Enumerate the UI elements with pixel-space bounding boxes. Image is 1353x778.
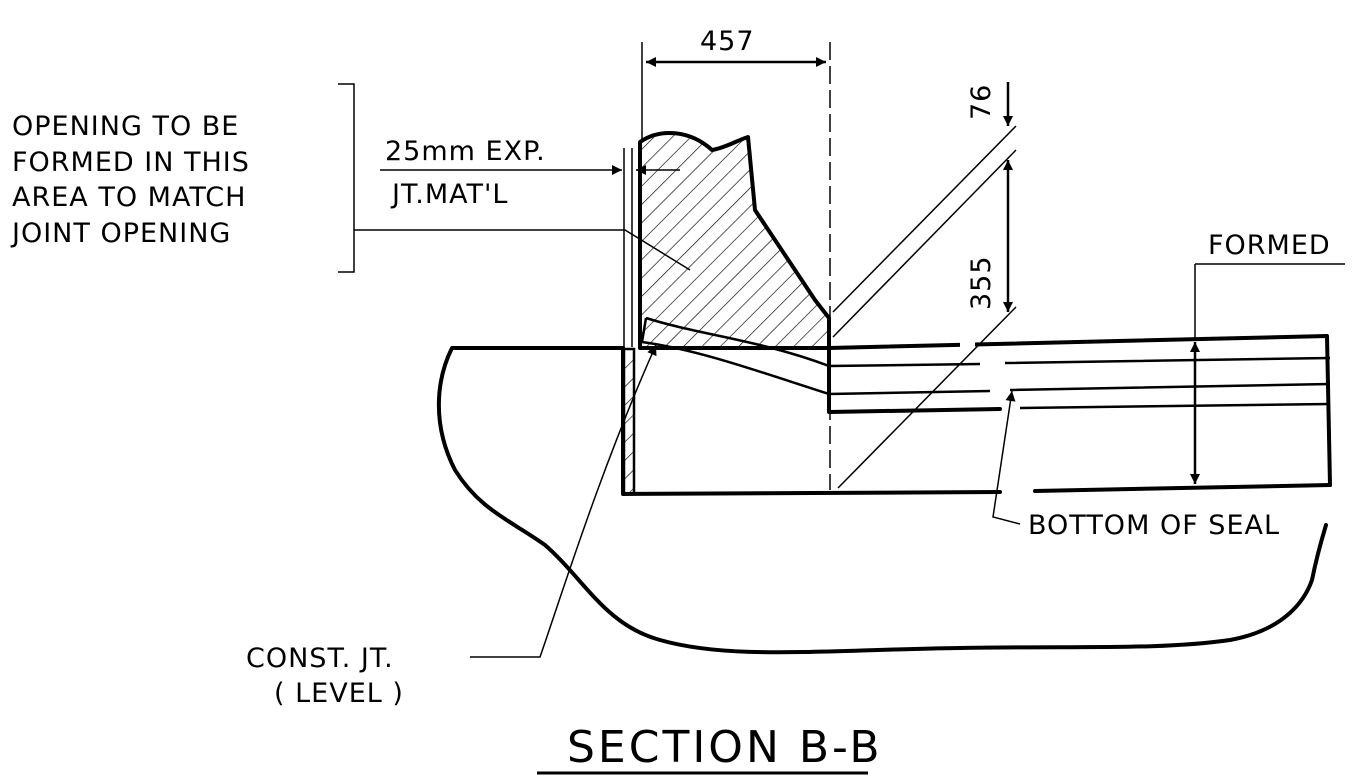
opening-note-line3: AREA TO MATCH [12, 182, 246, 213]
const-jt-line2: ( LEVEL ) [274, 678, 404, 709]
bottom-of-seal-text: BOTTOM OF SEAL [1028, 510, 1280, 541]
exp-jt-line1: 25mm EXP. [385, 136, 546, 167]
opening-note-line1: OPENING TO BE [12, 111, 239, 142]
ground-break-outline [436, 346, 1328, 655]
parapet-section [638, 131, 831, 350]
slab-outline [621, 346, 1332, 496]
opening-note-line2: FORMED IN THIS [12, 147, 250, 178]
slab-top-edge [827, 334, 1332, 487]
section-title: SECTION B-B [567, 722, 883, 773]
waterstop [640, 316, 830, 396]
opening-bracket [338, 83, 355, 273]
seal-lines-2 [828, 382, 1331, 396]
seal-lines-3 [1019, 402, 1331, 410]
slope-ext-bottom [837, 306, 1017, 489]
opening-leader [354, 229, 691, 271]
const-jt-leader [470, 344, 657, 658]
const-jt-line1: CONST. JT. [246, 643, 394, 674]
bottom-of-seal-leader [992, 390, 1021, 525]
dim-76-text: 76 [966, 84, 997, 120]
expansion-joint-strip [622, 347, 636, 496]
opening-note-line4: JOINT OPENING [10, 218, 231, 249]
seal-lines [828, 356, 1331, 368]
formed-text: FORMED [1208, 230, 1331, 261]
seal-step-outline [827, 346, 1002, 414]
exp-jt-line2: JT.MAT'L [390, 179, 508, 210]
slope-ext-mid [832, 149, 1017, 338]
dim-355-text: 355 [966, 255, 997, 310]
slope-ext-top [832, 125, 1017, 313]
dim-457-text: 457 [700, 26, 755, 57]
